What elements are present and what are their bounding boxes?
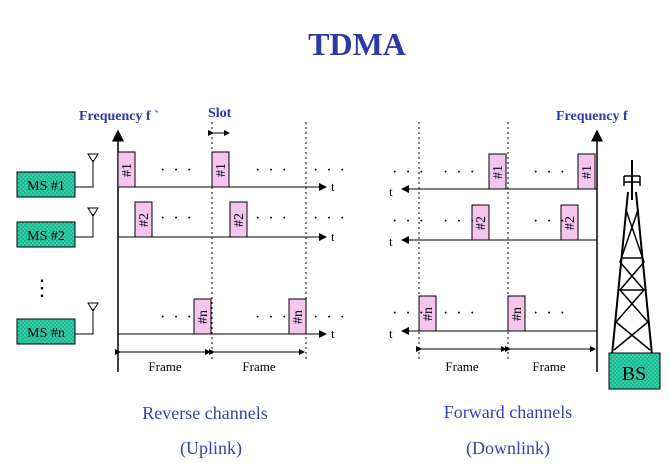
uplink-caption-sub: (Uplink): [180, 438, 242, 459]
downlink-caption: Forward channels: [444, 402, 572, 422]
page-title: TDMA: [308, 26, 406, 62]
station-label: MS #1: [27, 179, 65, 194]
uplink-slot-label: #2: [137, 213, 152, 227]
uplink-caption: Reverse channels: [142, 403, 267, 423]
uplink-ellipsis: · · ·: [313, 210, 347, 227]
uplink-slot-label: #1: [214, 163, 229, 177]
slot-label: Slot: [208, 106, 232, 121]
uplink-slot-label: #2: [232, 213, 247, 227]
downlink-ellipsis: · · ·: [533, 213, 567, 230]
uplink-ellipsis: · · ·: [313, 162, 347, 179]
downlink-ellipsis: · · ·: [392, 164, 426, 181]
downlink-frame-label: Frame: [445, 359, 478, 374]
uplink-slot: [229, 201, 248, 238]
uplink-ellipsis: · · ·: [255, 210, 289, 227]
base-station-label: BS: [622, 363, 646, 385]
downlink-slot: [488, 153, 507, 190]
antenna-icon: [87, 207, 99, 217]
uplink-frame-label: Frame: [148, 359, 181, 374]
uplink-axis-label: Frequency f `: [79, 109, 159, 124]
mobile-station-2: MS #2: [16, 207, 99, 248]
downlink-ellipsis: · · ·: [392, 213, 426, 230]
downlink-slot-label: #1: [491, 165, 506, 179]
mobile-station-1: MS #1: [16, 153, 99, 198]
downlink-caption-sub: (Downlink): [466, 438, 550, 459]
downlink-slot: [507, 295, 526, 332]
downlink-ellipsis: · · ·: [443, 305, 477, 322]
downlink-slot-label: #n: [421, 307, 436, 321]
antenna-line: [75, 160, 94, 188]
mobile-station-n: MS #n: [16, 302, 99, 345]
uplink-time-label: t: [331, 326, 335, 341]
antenna-icon: [87, 153, 99, 163]
uplink-slot: [288, 298, 307, 335]
uplink-time-label: t: [331, 179, 335, 194]
downlink-diagram: Frequency f t t t #1 #1 #2 #2 #n #n · · …: [389, 109, 661, 459]
uplink-ellipsis: · · ·: [160, 309, 194, 326]
station-label: MS #n: [27, 326, 65, 341]
downlink-ellipsis: · · ·: [443, 213, 477, 230]
uplink-ellipsis: · · ·: [160, 162, 194, 179]
downlink-time-label: t: [389, 234, 393, 249]
downlink-slot: [418, 295, 437, 332]
uplink-ellipsis: · · ·: [255, 309, 289, 326]
base-station-tower-icon: [611, 160, 653, 356]
uplink-slot-label: #n: [291, 310, 306, 324]
uplink-time-label: t: [331, 229, 335, 244]
downlink-time-label: t: [389, 326, 393, 341]
uplink-ellipsis: · · ·: [313, 309, 347, 326]
station-box: [16, 171, 76, 198]
downlink-slot-label: #n: [510, 307, 525, 321]
antenna-icon: [87, 302, 99, 312]
uplink-diagram: Frequency f ` Slot t t t #1 #1 #2 #2 #n …: [16, 106, 347, 459]
downlink-ellipsis: · · ·: [443, 164, 477, 181]
antenna-line: [75, 309, 94, 335]
downlink-frame-label: Frame: [532, 359, 565, 374]
station-label: MS #2: [27, 229, 65, 244]
downlink-ellipsis: · · ·: [533, 305, 567, 322]
station-ellipsis: ⋮: [31, 275, 53, 300]
downlink-slot-label: #2: [474, 216, 489, 230]
downlink-slot: [577, 153, 596, 190]
antenna-line: [75, 214, 94, 238]
downlink-axis-label: Frequency f: [556, 109, 628, 124]
uplink-slot: [117, 151, 136, 188]
base-station-box: [608, 352, 661, 390]
downlink-ellipsis: · · ·: [533, 164, 567, 181]
uplink-ellipsis: · · ·: [160, 210, 194, 227]
downlink-slot-label: #1: [580, 165, 595, 179]
uplink-slot-label: #1: [120, 163, 135, 177]
uplink-slot: [134, 201, 153, 238]
uplink-slot: [193, 298, 212, 335]
downlink-slot: [560, 204, 579, 241]
station-box: [16, 221, 76, 248]
uplink-slot-label: #n: [196, 310, 211, 324]
uplink-slot: [211, 151, 230, 188]
downlink-time-label: t: [389, 184, 393, 199]
uplink-frame-label: Frame: [242, 359, 275, 374]
downlink-slot: [471, 204, 490, 241]
downlink-slot-label: #2: [563, 216, 578, 230]
uplink-ellipsis: · · ·: [255, 162, 289, 179]
downlink-ellipsis: · · ·: [392, 305, 426, 322]
station-box: [16, 318, 76, 345]
